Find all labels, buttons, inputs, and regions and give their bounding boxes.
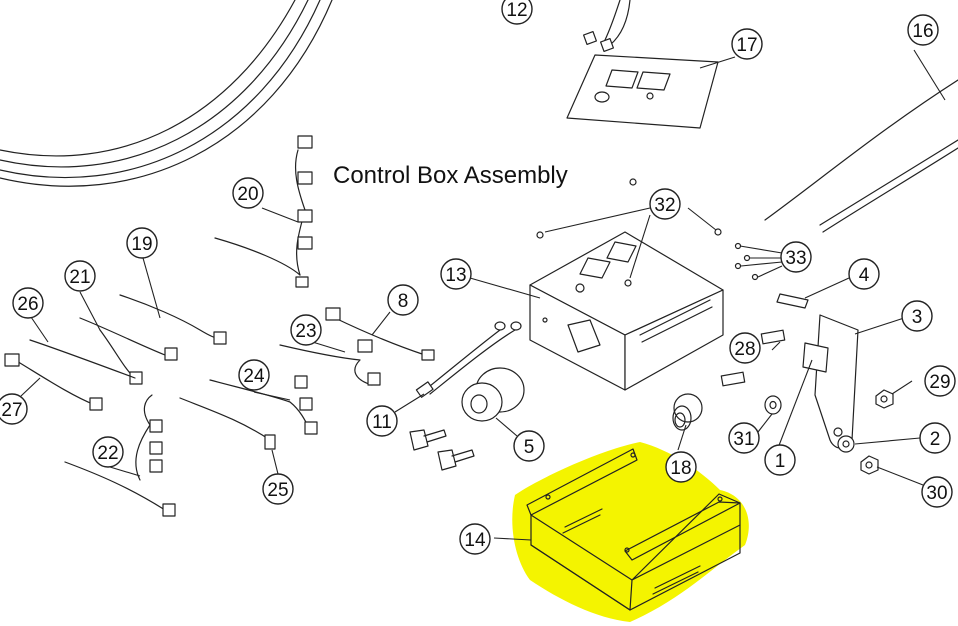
harness-21 — [79, 317, 178, 385]
callout-11: 11 — [366, 405, 398, 437]
svg-text:18: 18 — [670, 458, 691, 479]
callout-17: 17 — [731, 28, 763, 60]
harness-26 — [29, 339, 136, 379]
control-box-13 — [529, 231, 724, 391]
harness-27 — [4, 353, 103, 411]
svg-text:26: 26 — [17, 294, 38, 315]
svg-text:20: 20 — [237, 184, 258, 205]
callout-23: 23 — [290, 314, 322, 346]
callout-28: 28 — [729, 332, 761, 364]
nut-29 — [875, 389, 894, 409]
decal-plate-17 — [566, 54, 719, 129]
callout-8: 8 — [387, 284, 419, 316]
tray-14-highlighted — [512, 442, 749, 622]
svg-text:21: 21 — [69, 267, 90, 288]
svg-text:2: 2 — [930, 429, 941, 450]
harness-23 — [279, 339, 381, 386]
washer-31 — [764, 395, 782, 415]
svg-text:32: 32 — [654, 195, 675, 216]
callout-18: 18 — [665, 451, 697, 483]
nut-30 — [860, 455, 879, 475]
harness-19 — [119, 294, 227, 345]
svg-text:16: 16 — [912, 21, 933, 42]
harness-20 — [214, 135, 313, 288]
bolts-28 — [720, 329, 786, 387]
svg-text:13: 13 — [445, 265, 466, 286]
svg-text:28: 28 — [734, 339, 755, 360]
callout-25: 25 — [262, 473, 294, 505]
callout-13: 13 — [440, 258, 472, 290]
callout-14: 14 — [459, 523, 491, 555]
svg-text:25: 25 — [267, 480, 288, 501]
connector-18 — [672, 393, 703, 431]
svg-text:31: 31 — [733, 429, 754, 450]
callout-2: 2 — [919, 422, 951, 454]
callout-19: 19 — [126, 227, 158, 259]
svg-text:33: 33 — [785, 248, 806, 269]
callout-16: 16 — [907, 14, 939, 46]
svg-text:4: 4 — [859, 265, 870, 286]
callout-1: 1 — [764, 444, 796, 476]
screws-32 — [536, 178, 722, 287]
callout-32: 32 — [649, 188, 681, 220]
ignition-switch-5 — [461, 367, 525, 422]
cable-bundle — [0, 0, 333, 187]
callout-22: 22 — [92, 436, 124, 468]
wires-12 — [582, 0, 631, 53]
callout-20: 20 — [232, 177, 264, 209]
leader-lines — [20, 49, 946, 541]
svg-text:5: 5 — [524, 437, 535, 458]
svg-text:3: 3 — [912, 307, 923, 328]
bar-4 — [776, 293, 809, 309]
svg-text:27: 27 — [1, 400, 22, 421]
washer-2 — [837, 435, 855, 453]
callout-31: 31 — [728, 422, 760, 454]
harness-8 — [325, 307, 435, 361]
harness-11 — [415, 321, 522, 398]
callout-3: 3 — [901, 300, 933, 332]
callout-33: 33 — [780, 241, 812, 273]
svg-text:14: 14 — [464, 530, 486, 551]
svg-text:19: 19 — [131, 234, 152, 255]
rod-16 — [764, 79, 958, 233]
callout-12: 12 — [501, 0, 533, 25]
svg-text:22: 22 — [97, 443, 118, 464]
callout-4: 4 — [848, 258, 880, 290]
harness-22 — [64, 394, 176, 517]
callout-24: 24 — [238, 359, 270, 391]
callout-29: 29 — [924, 365, 956, 397]
svg-text:23: 23 — [295, 321, 316, 342]
callout-30: 30 — [921, 476, 953, 508]
svg-text:29: 29 — [929, 372, 950, 393]
svg-text:17: 17 — [736, 35, 757, 56]
svg-text:8: 8 — [398, 291, 409, 312]
diagram-title: Control Box Assembly — [333, 162, 568, 189]
callout-27: 27 — [0, 393, 28, 425]
harness-24 — [209, 375, 318, 435]
keys — [409, 429, 475, 471]
harness-25 — [179, 397, 276, 450]
bracket-3 — [802, 314, 859, 449]
svg-text:30: 30 — [926, 483, 947, 504]
callout-26: 26 — [12, 287, 44, 319]
callout-21: 21 — [64, 260, 96, 292]
highlight-area — [512, 442, 749, 622]
svg-text:24: 24 — [243, 366, 265, 387]
svg-text:1: 1 — [775, 451, 786, 472]
callouts: 12 17 16 32 20 19 33 13 21 4 26 8 3 23 2… — [0, 0, 956, 555]
svg-text:12: 12 — [506, 0, 527, 21]
callout-5: 5 — [513, 430, 545, 462]
svg-text:11: 11 — [372, 412, 392, 433]
